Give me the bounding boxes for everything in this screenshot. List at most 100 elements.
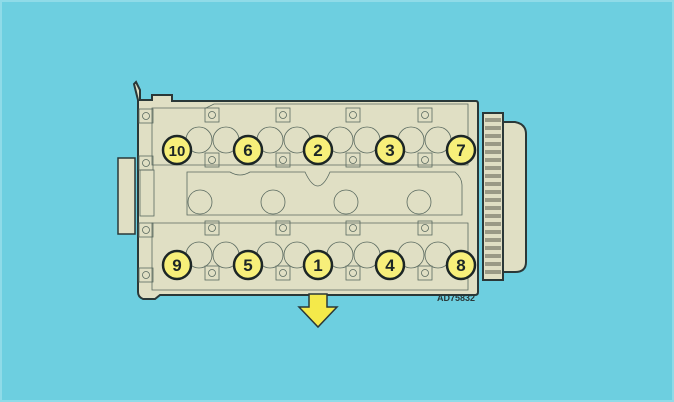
gear-tooth [485,118,501,122]
gear-tooth [485,158,501,162]
boss [204,220,220,236]
boss-hole [349,224,357,232]
gear-tooth [485,166,501,170]
front-direction-arrow-icon [297,293,339,329]
boss [204,265,220,281]
bolt-number: 1 [313,256,322,275]
bolt-circle [445,134,477,166]
bolt-number: 5 [243,256,252,275]
boss-hole [421,269,429,277]
reference-code: AD75832 [437,293,475,303]
channel-hole [187,189,213,215]
boss [204,152,220,168]
boss [138,267,154,283]
gear-tooth [485,214,501,218]
boss [345,152,361,168]
boss [417,265,433,281]
boss [275,152,291,168]
bolt-number: 9 [172,256,181,275]
bolt-number: 4 [385,256,395,275]
bolt-circle [232,134,264,166]
gear-tooth [485,238,501,242]
bolt-number: 7 [456,141,465,160]
gear-tooth [485,270,501,274]
boss [138,222,154,238]
boss [417,220,433,236]
gear-tooth [485,222,501,226]
bolt-number: 8 [456,256,465,275]
boss-hole [208,224,216,232]
bolt-circle [161,134,193,166]
bolt-4: 4 [374,249,406,281]
boss-hole [142,271,150,279]
boss-hole [208,269,216,277]
boss-hole [279,111,287,119]
boss [204,107,220,123]
boss-hole [421,156,429,164]
boss [417,152,433,168]
gear-tooth [485,126,501,130]
boss-hole [279,269,287,277]
boss-hole [208,111,216,119]
boss [417,107,433,123]
gear-tooth [485,198,501,202]
bolt-circle [445,249,477,281]
gear-tooth [485,174,501,178]
boss [275,265,291,281]
bolt-number: 3 [385,141,394,160]
bolt-circle [302,134,334,166]
boss-hole [142,226,150,234]
boss-hole [349,269,357,277]
boss [275,220,291,236]
bolt-1: 1 [302,249,334,281]
bolt-10: 10 [161,134,193,166]
bolt-7: 7 [445,134,477,166]
boss [138,108,154,124]
boss [345,107,361,123]
bolt-5: 5 [232,249,264,281]
bolt-circle [374,249,406,281]
boss [345,265,361,281]
boss-hole [349,156,357,164]
gear-teeth [485,118,501,274]
gear-tooth [485,142,501,146]
bolt-number: 2 [313,141,322,160]
boss-hole [208,156,216,164]
pulley [502,121,527,273]
channel-hole [333,189,359,215]
boss [138,155,154,171]
boss-hole [421,224,429,232]
boss-hole [142,112,150,120]
bolt-9: 9 [161,249,193,281]
bolt-circle [302,249,334,281]
bolt-circle [232,249,264,281]
bolt-circle [374,134,406,166]
bolt-8: 8 [445,249,477,281]
boss-hole [279,224,287,232]
bolt-3: 3 [374,134,406,166]
channel-hole [406,189,432,215]
gear-tooth [485,206,501,210]
channel-hole [260,189,286,215]
bolt-circle [161,249,193,281]
gear-tooth [485,134,501,138]
boss-hole [421,111,429,119]
gear-tooth [485,230,501,234]
bolt-2: 2 [302,134,334,166]
side-block [117,157,136,235]
gear-tooth [485,190,501,194]
bolt-6: 6 [232,134,264,166]
boss [275,107,291,123]
bolt-number: 6 [243,141,252,160]
bolt-number: 10 [169,143,186,160]
gear-tooth [485,254,501,258]
boss-hole [279,156,287,164]
gear-tooth [485,182,501,186]
boss [345,220,361,236]
gear-tooth [485,150,501,154]
boss-hole [142,159,150,167]
gear-tooth [485,246,501,250]
gear-tooth [485,262,501,266]
